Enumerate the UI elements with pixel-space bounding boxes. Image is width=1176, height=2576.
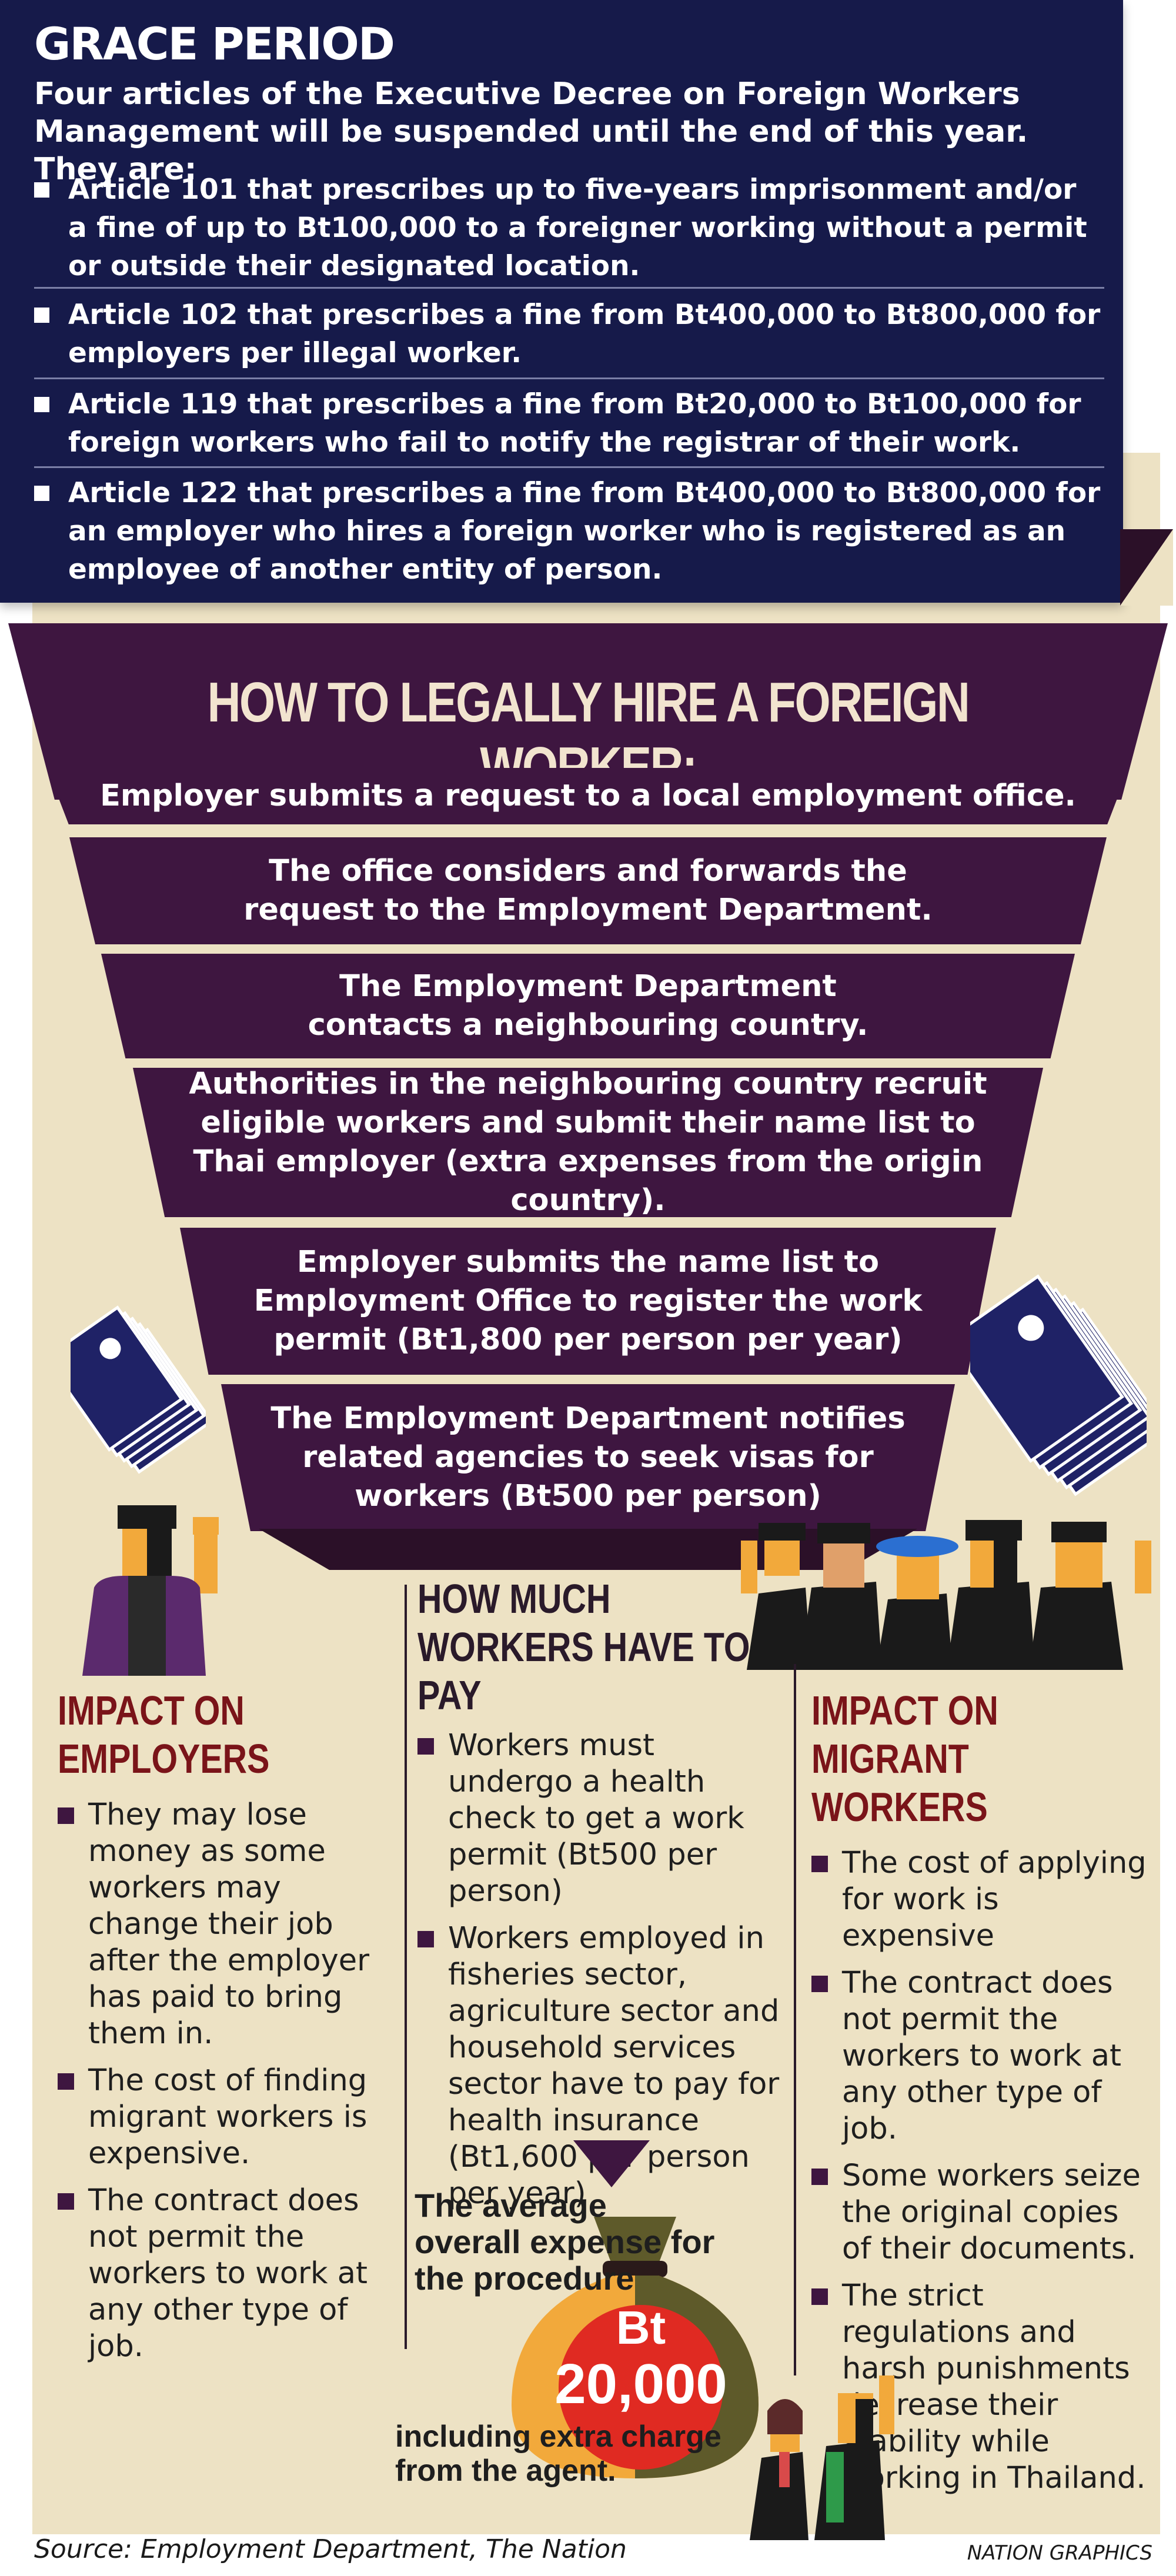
list-item-text: The contract does not permit the workers… — [842, 1966, 1122, 2146]
square-bullet-icon — [34, 308, 49, 323]
divider — [34, 287, 1104, 289]
graphics-credit: NATION GRAPHICS — [967, 2541, 1152, 2565]
square-bullet-icon — [58, 1807, 74, 1824]
worker-group-icon — [741, 1520, 1151, 1670]
currency-label: Bt — [616, 2301, 666, 2354]
list-item-text: The cost of finding migrant workers is e… — [88, 2063, 368, 2171]
divider — [34, 377, 1104, 379]
source-note: Source: Employment Department, The Natio… — [34, 2534, 627, 2564]
square-bullet-icon — [417, 1931, 434, 1947]
list-item: Some workers seize the original copies o… — [811, 2158, 1152, 2267]
money-bag-icon — [512, 2217, 759, 2478]
impact-migrants-section: IMPACT ON MIGRANT WORKERS The cost of ap… — [811, 1686, 1152, 2507]
grace-item: Article 119 that prescribes a fine from … — [34, 385, 1104, 462]
grace-item-text: Article 102 that prescribes a fine from … — [68, 299, 1101, 369]
hiring-step-4: Authorities in the neighbouring country … — [133, 1068, 1043, 1217]
hiring-step-1: Employer submits a request to a local em… — [47, 768, 1129, 824]
step-text: The office considers and forwards the re… — [243, 854, 933, 927]
list-item: The contract does not permit the workers… — [811, 1965, 1152, 2147]
average-expense-label: The average overall expense for the proc… — [415, 2187, 715, 2297]
hiring-step-3: The Employment Department contacts a nei… — [101, 954, 1075, 1058]
list-item-text: They may lose money as some workers may … — [88, 1797, 370, 2051]
hiring-step-2: The office considers and forwards the re… — [69, 837, 1107, 944]
grace-period-panel: GRACE PERIOD Four articles of the Execut… — [0, 0, 1123, 603]
list-item: The cost of finding migrant workers is e… — [58, 2063, 387, 2172]
document-stack-icon — [970, 1274, 1147, 1496]
square-bullet-icon — [34, 397, 49, 412]
square-bullet-icon — [417, 1738, 434, 1755]
square-bullet-icon — [811, 1976, 828, 1992]
impact-employers-list: They may lose money as some workers may … — [58, 1797, 387, 2365]
grace-period-title: GRACE PERIOD — [34, 18, 395, 70]
square-bullet-icon — [811, 1856, 828, 1872]
grace-item: Article 102 that prescribes a fine from … — [34, 296, 1104, 372]
list-item: Workers must undergo a health check to g… — [417, 1728, 782, 1910]
square-bullet-icon — [58, 2073, 74, 2090]
employer-figure-icon — [82, 1505, 219, 1676]
divider — [34, 466, 1104, 468]
grace-item-text: Article 122 that prescribes a fine from … — [68, 477, 1101, 586]
couple-figure-icon — [750, 2375, 894, 2540]
square-bullet-icon — [34, 182, 49, 198]
list-item-text: Workers must undergo a health check to g… — [448, 1728, 744, 1909]
list-item-text: Some workers seize the original copies o… — [842, 2159, 1141, 2266]
hiring-step-5: Employer submits the name list to Employ… — [180, 1228, 996, 1375]
step-text: Authorities in the neighbouring country … — [189, 1067, 987, 1218]
average-expense-amount: Bt 20,000 — [553, 2302, 729, 2415]
workers-pay-title: HOW MUCH WORKERS HAVE TO PAY — [417, 1576, 750, 1718]
impact-migrants-title: IMPACT ON MIGRANT WORKERS — [811, 1688, 998, 1830]
impact-employers-section: IMPACT ON EMPLOYERS They may lose money … — [58, 1686, 387, 2375]
grace-item-text: Article 119 that prescribes a fine from … — [68, 388, 1081, 459]
grace-item-text: Article 101 that prescribes up to five-y… — [68, 173, 1087, 282]
list-item-text: The contract does not permit the workers… — [88, 2183, 368, 2364]
step-text: Employer submits a request to a local em… — [100, 779, 1076, 813]
amount-value: 20,000 — [554, 2353, 727, 2415]
step-text: Employer submits the name list to Employ… — [253, 1245, 923, 1357]
grace-item: Article 122 that prescribes a fine from … — [34, 474, 1104, 589]
square-bullet-icon — [811, 2288, 828, 2305]
step-text: The Employment Department notifies relat… — [270, 1401, 906, 1513]
column-divider — [794, 1664, 796, 2375]
list-item-text: The cost of applying for work is expensi… — [842, 1846, 1147, 1953]
grace-item: Article 101 that prescribes up to five-y… — [34, 171, 1104, 285]
grace-period-intro: Four articles of the Executive Decree on… — [34, 76, 1028, 187]
workers-pay-section: HOW MUCH WORKERS HAVE TO PAY Workers mus… — [417, 1575, 782, 2223]
square-bullet-icon — [58, 2193, 74, 2210]
impact-migrants-list: The cost of applying for work is expensi… — [811, 1845, 1152, 2497]
column-divider — [405, 1585, 407, 2349]
list-item: They may lose money as some workers may … — [58, 1797, 387, 2052]
square-bullet-icon — [34, 486, 49, 501]
hiring-step-6: The Employment Department notifies relat… — [221, 1384, 955, 1531]
list-item: The contract does not permit the workers… — [58, 2183, 387, 2365]
step-text: The Employment Department contacts a nei… — [308, 969, 868, 1043]
workers-pay-list: Workers must undergo a health check to g… — [417, 1728, 782, 2212]
impact-employers-title: IMPACT ON EMPLOYERS — [58, 1688, 270, 1782]
document-stack-icon — [71, 1305, 206, 1474]
list-item: The cost of applying for work is expensi… — [811, 1845, 1152, 1954]
pointer-arrow-icon — [573, 2140, 650, 2187]
extra-charge-note: including extra charge from the agent. — [395, 2420, 721, 2488]
corner-shadow-shape — [1120, 529, 1173, 606]
square-bullet-icon — [811, 2169, 828, 2185]
